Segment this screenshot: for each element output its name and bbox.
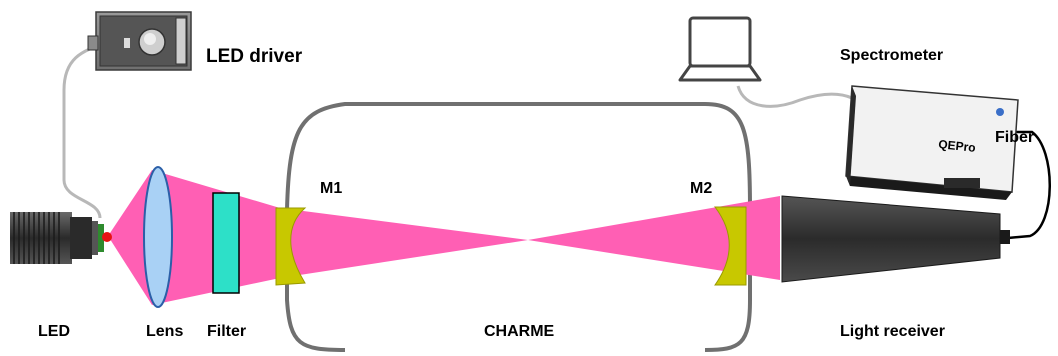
lens-label: Lens [146, 323, 183, 340]
lens-element [143, 166, 173, 308]
filter-label: Filter [207, 323, 246, 340]
charme-label: CHARME [484, 323, 555, 340]
led-driver-box-icon [87, 11, 192, 71]
filter-element [212, 192, 240, 294]
led-label: LED [38, 323, 70, 340]
led-driver-label: LED driver [206, 46, 303, 67]
led-heatsink-icon [10, 212, 112, 264]
spectrometer-brand-label: QEPro [938, 137, 977, 155]
driver-cable [62, 40, 111, 219]
light-receiver-cone-icon [781, 195, 1010, 283]
charme-chamber [285, 102, 752, 352]
light-receiver-label: Light receiver [840, 323, 945, 340]
fiber-cable [1007, 130, 1051, 240]
spectrometer-label: Spectrometer [840, 47, 943, 64]
mirror-m2 [713, 206, 747, 286]
light-beam [108, 170, 780, 305]
mirror-m2-label: M2 [690, 180, 712, 197]
fiber-label: Fiber [995, 129, 1034, 146]
laptop-cable [736, 85, 853, 108]
laptop-icon [678, 16, 762, 82]
mirror-m1-label: M1 [320, 180, 342, 197]
spectrometer-box-icon: QEPro [845, 85, 1019, 200]
mirror-m1 [275, 207, 307, 286]
